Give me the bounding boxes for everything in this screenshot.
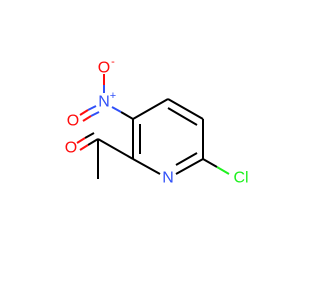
chlorine-label: Cl: [233, 170, 248, 187]
bond-nitro-o-left-2-red: [82, 115, 92, 122]
molecule-structure-diagram: N Cl N + O - O O: [65, 56, 249, 187]
nitro-oxygen-anion-label: O: [98, 60, 110, 77]
bond-n1-c2: [132, 158, 161, 175]
nitro-oxygen-double-label: O: [67, 113, 79, 130]
bond-c3-c4: [132, 98, 169, 120]
bond-nitro-o-left-red: [79, 109, 89, 116]
nitro-nitrogen-charge: +: [110, 90, 116, 102]
bond-carbonyl-o-2-red: [76, 137, 86, 144]
bond-carbonyl-o: [87, 138, 99, 146]
bond-carbonyl-o-2: [84, 132, 95, 139]
nitro-nitrogen-label: N: [98, 94, 110, 111]
carbonyl-oxygen-label: O: [65, 140, 77, 157]
bond-c6-cl: [202, 158, 218, 168]
bond-c6-n1-inner: [175, 152, 198, 166]
pyridine-ring: [132, 98, 204, 175]
ring-nitrogen-label: N: [162, 170, 174, 187]
bond-c3-nitro-blue: [111, 106, 122, 113]
bond-c4-c5-inner: [167, 107, 198, 126]
bond-c4-c5: [167, 98, 204, 120]
bond-c6-n1: [175, 158, 204, 175]
bond-c2-carbonyl: [97, 138, 134, 160]
nitro-oxygen-charge: -: [111, 56, 115, 68]
bond-nitro-o-left: [87, 105, 97, 111]
bond-carbonyl-o-red: [79, 144, 89, 151]
bond-nitro-o-left-2: [90, 111, 100, 117]
bond-c6-cl-green: [216, 166, 230, 175]
bond-c3-nitro: [120, 111, 134, 120]
